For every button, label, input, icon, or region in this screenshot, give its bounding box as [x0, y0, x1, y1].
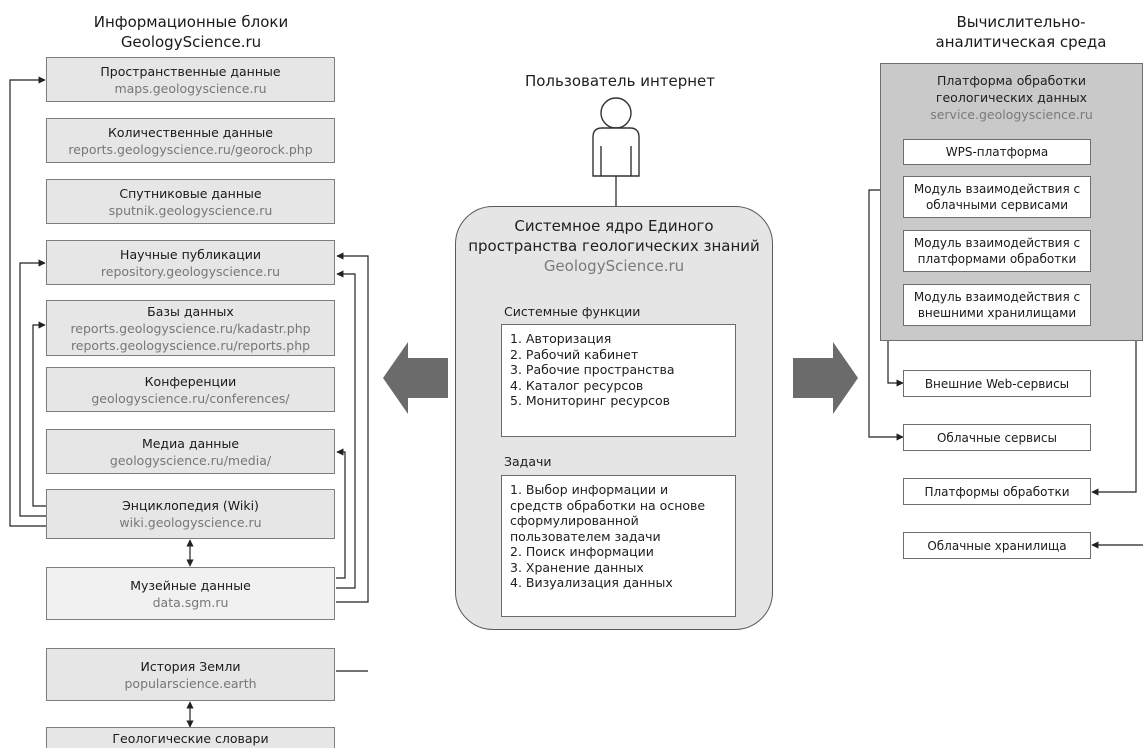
external-cloud-services: Облачные сервисы	[903, 424, 1091, 451]
module-line: облачными сервисами	[925, 198, 1069, 212]
function-item: 5. Мониторинг ресурсов	[510, 393, 671, 408]
info-block-url: geologyscience.ru/conferences/	[91, 390, 290, 406]
module-line: WPS-платформа	[945, 145, 1049, 159]
info-block-url: sputnik.geologyscience.ru	[108, 202, 273, 218]
connector-museum-databases	[336, 270, 356, 589]
info-block-title: Спутниковые данные	[119, 185, 262, 201]
module-line: Модуль взаимодействия с	[913, 182, 1081, 196]
info-block-title: Энциклопедия (Wiki)	[122, 498, 259, 513]
module-line: внешними хранилищами	[917, 306, 1077, 320]
external-label: Платформы обработки	[924, 484, 1070, 499]
info-block-quantitative: Количественные данные reports.geologysci…	[46, 118, 335, 163]
left-heading-line1: Информационные блоки	[93, 13, 289, 31]
platform-url: service.geologyscience.ru	[930, 107, 1093, 122]
task-item: 4. Визуализация данных	[510, 575, 673, 590]
platform-title: Платформа обработки геологических данных…	[881, 72, 1142, 123]
external-label: Облачные сервисы	[936, 430, 1058, 445]
info-block-museum: Музейные данные data.sgm.ru	[46, 567, 335, 620]
connector-wiki-publications	[19, 259, 46, 517]
functions-list: 1. Авторизация 2. Рабочий кабинет 3. Раб…	[501, 324, 736, 437]
task-item: 3. Хранение данных	[510, 559, 644, 575]
info-block-url: reports.geologyscience.ru/georock.php	[68, 141, 313, 157]
function-item: 4. Каталог ресурсов	[510, 377, 644, 393]
info-block-url: reports.geologyscience.ru/reports.php	[70, 337, 311, 353]
external-processing-platforms: Платформы обработки	[903, 478, 1091, 505]
info-block-wiki: Энциклопедия (Wiki) wiki.geologyscience.…	[46, 489, 335, 539]
core-title-line1: Системное ядро Единого	[514, 217, 714, 235]
info-block-spatial: Пространственные данные maps.geologyscie…	[46, 57, 335, 102]
info-block-url: popularscience.earth	[124, 675, 257, 691]
module-line: Модуль взаимодействия с	[913, 290, 1081, 304]
module-external-storage: Модуль взаимодействия с внешними хранили…	[903, 284, 1091, 326]
module-cloud-services: Модуль взаимодействия с облачными сервис…	[903, 176, 1091, 218]
right-heading: Вычислительно- аналитическая среда	[905, 12, 1137, 52]
module-processing-platforms: Модуль взаимодействия с платформами обра…	[903, 230, 1091, 272]
info-block-url: geologyscience.ru/media/	[109, 452, 272, 468]
info-block-databases: Базы данных reports.geologyscience.ru/ka…	[46, 300, 335, 356]
right-heading-line2: аналитическая среда	[935, 33, 1107, 51]
info-block-title: История Земли	[140, 658, 241, 674]
info-block-url: repository.geologyscience.ru	[100, 263, 281, 279]
info-block-earth-history: История Земли popularscience.earth	[46, 648, 335, 701]
core-title: Системное ядро Единого пространства геол…	[456, 216, 772, 276]
big-arrow-right	[793, 342, 858, 414]
info-block-title: Количественные данные	[107, 124, 273, 140]
user-label: Пользователь интернет	[524, 72, 716, 90]
module-line: Модуль взаимодействия с	[913, 236, 1081, 250]
info-block-title: Музейные данные	[130, 577, 251, 593]
info-block-title: Базы данных	[147, 303, 234, 319]
module-line: платформами обработки	[917, 252, 1077, 266]
left-heading: Информационные блоки GeologyScience.ru	[60, 12, 322, 52]
info-block-url: reports.geologyscience.ru/kadastr.php	[70, 320, 311, 336]
info-block-url: data.sgm.ru	[152, 594, 229, 610]
tasks-list: 1. Выбор информации и средств обработки …	[501, 475, 736, 617]
external-label: Облачные хранилища	[927, 538, 1067, 553]
info-block-title: Научные публикации	[120, 246, 261, 262]
tasks-label: Задачи	[504, 454, 552, 469]
function-item: 3. Рабочие пространства	[510, 362, 675, 377]
module-wps: WPS-платформа	[903, 139, 1091, 165]
connector-museum-media	[336, 448, 346, 579]
info-block-title: Пространственные данные	[100, 63, 281, 79]
external-web-services: Внешние Web-сервисы	[903, 370, 1091, 397]
info-block-dictionaries: Геологические словари	[46, 727, 335, 748]
info-block-title: Конференции	[144, 373, 237, 389]
external-cloud-storage: Облачные хранилища	[903, 532, 1091, 559]
task-item: 2. Поиск информации	[510, 544, 654, 559]
task-item: пользователем задачи	[510, 528, 661, 544]
big-arrow-left	[383, 342, 448, 414]
core-url: GeologyScience.ru	[543, 257, 685, 275]
connector-wiki-databases	[32, 321, 46, 507]
function-item: 2. Рабочий кабинет	[510, 346, 639, 362]
core-title-line2: пространства геологических знаний	[468, 237, 760, 255]
connector-wiki-spatial	[9, 76, 46, 527]
info-block-url: maps.geologyscience.ru	[114, 80, 267, 96]
task-item: 1. Выбор информации и	[510, 482, 669, 497]
info-block-url: wiki.geologyscience.ru	[119, 515, 262, 530]
info-block-media: Медиа данные geologyscience.ru/media/	[46, 429, 335, 474]
system-core: Системное ядро Единого пространства геол…	[455, 206, 773, 630]
right-heading-line1: Вычислительно-	[956, 13, 1086, 31]
info-block-title: Медиа данные	[141, 435, 240, 451]
left-heading-line2: GeologyScience.ru	[120, 33, 262, 51]
info-block-publications: Научные публикации repository.geologysci…	[46, 240, 335, 285]
function-item: 1. Авторизация	[510, 331, 612, 346]
info-block-conferences: Конференции geologyscience.ru/conference…	[46, 367, 335, 412]
info-block-satellite: Спутниковые данные sputnik.geologyscienc…	[46, 179, 335, 224]
platform-title-line2: геологических данных	[935, 90, 1088, 105]
task-item: сформулированной	[510, 513, 639, 528]
functions-label: Системные функции	[504, 304, 641, 319]
task-item: средств обработки на основе	[510, 497, 706, 513]
platform-title-line1: Платформа обработки	[937, 73, 1086, 88]
person-icon	[592, 97, 640, 177]
connector-museum-publications	[336, 252, 369, 603]
info-block-title: Геологические словари	[112, 731, 269, 746]
external-label: Внешние Web-сервисы	[924, 376, 1070, 391]
